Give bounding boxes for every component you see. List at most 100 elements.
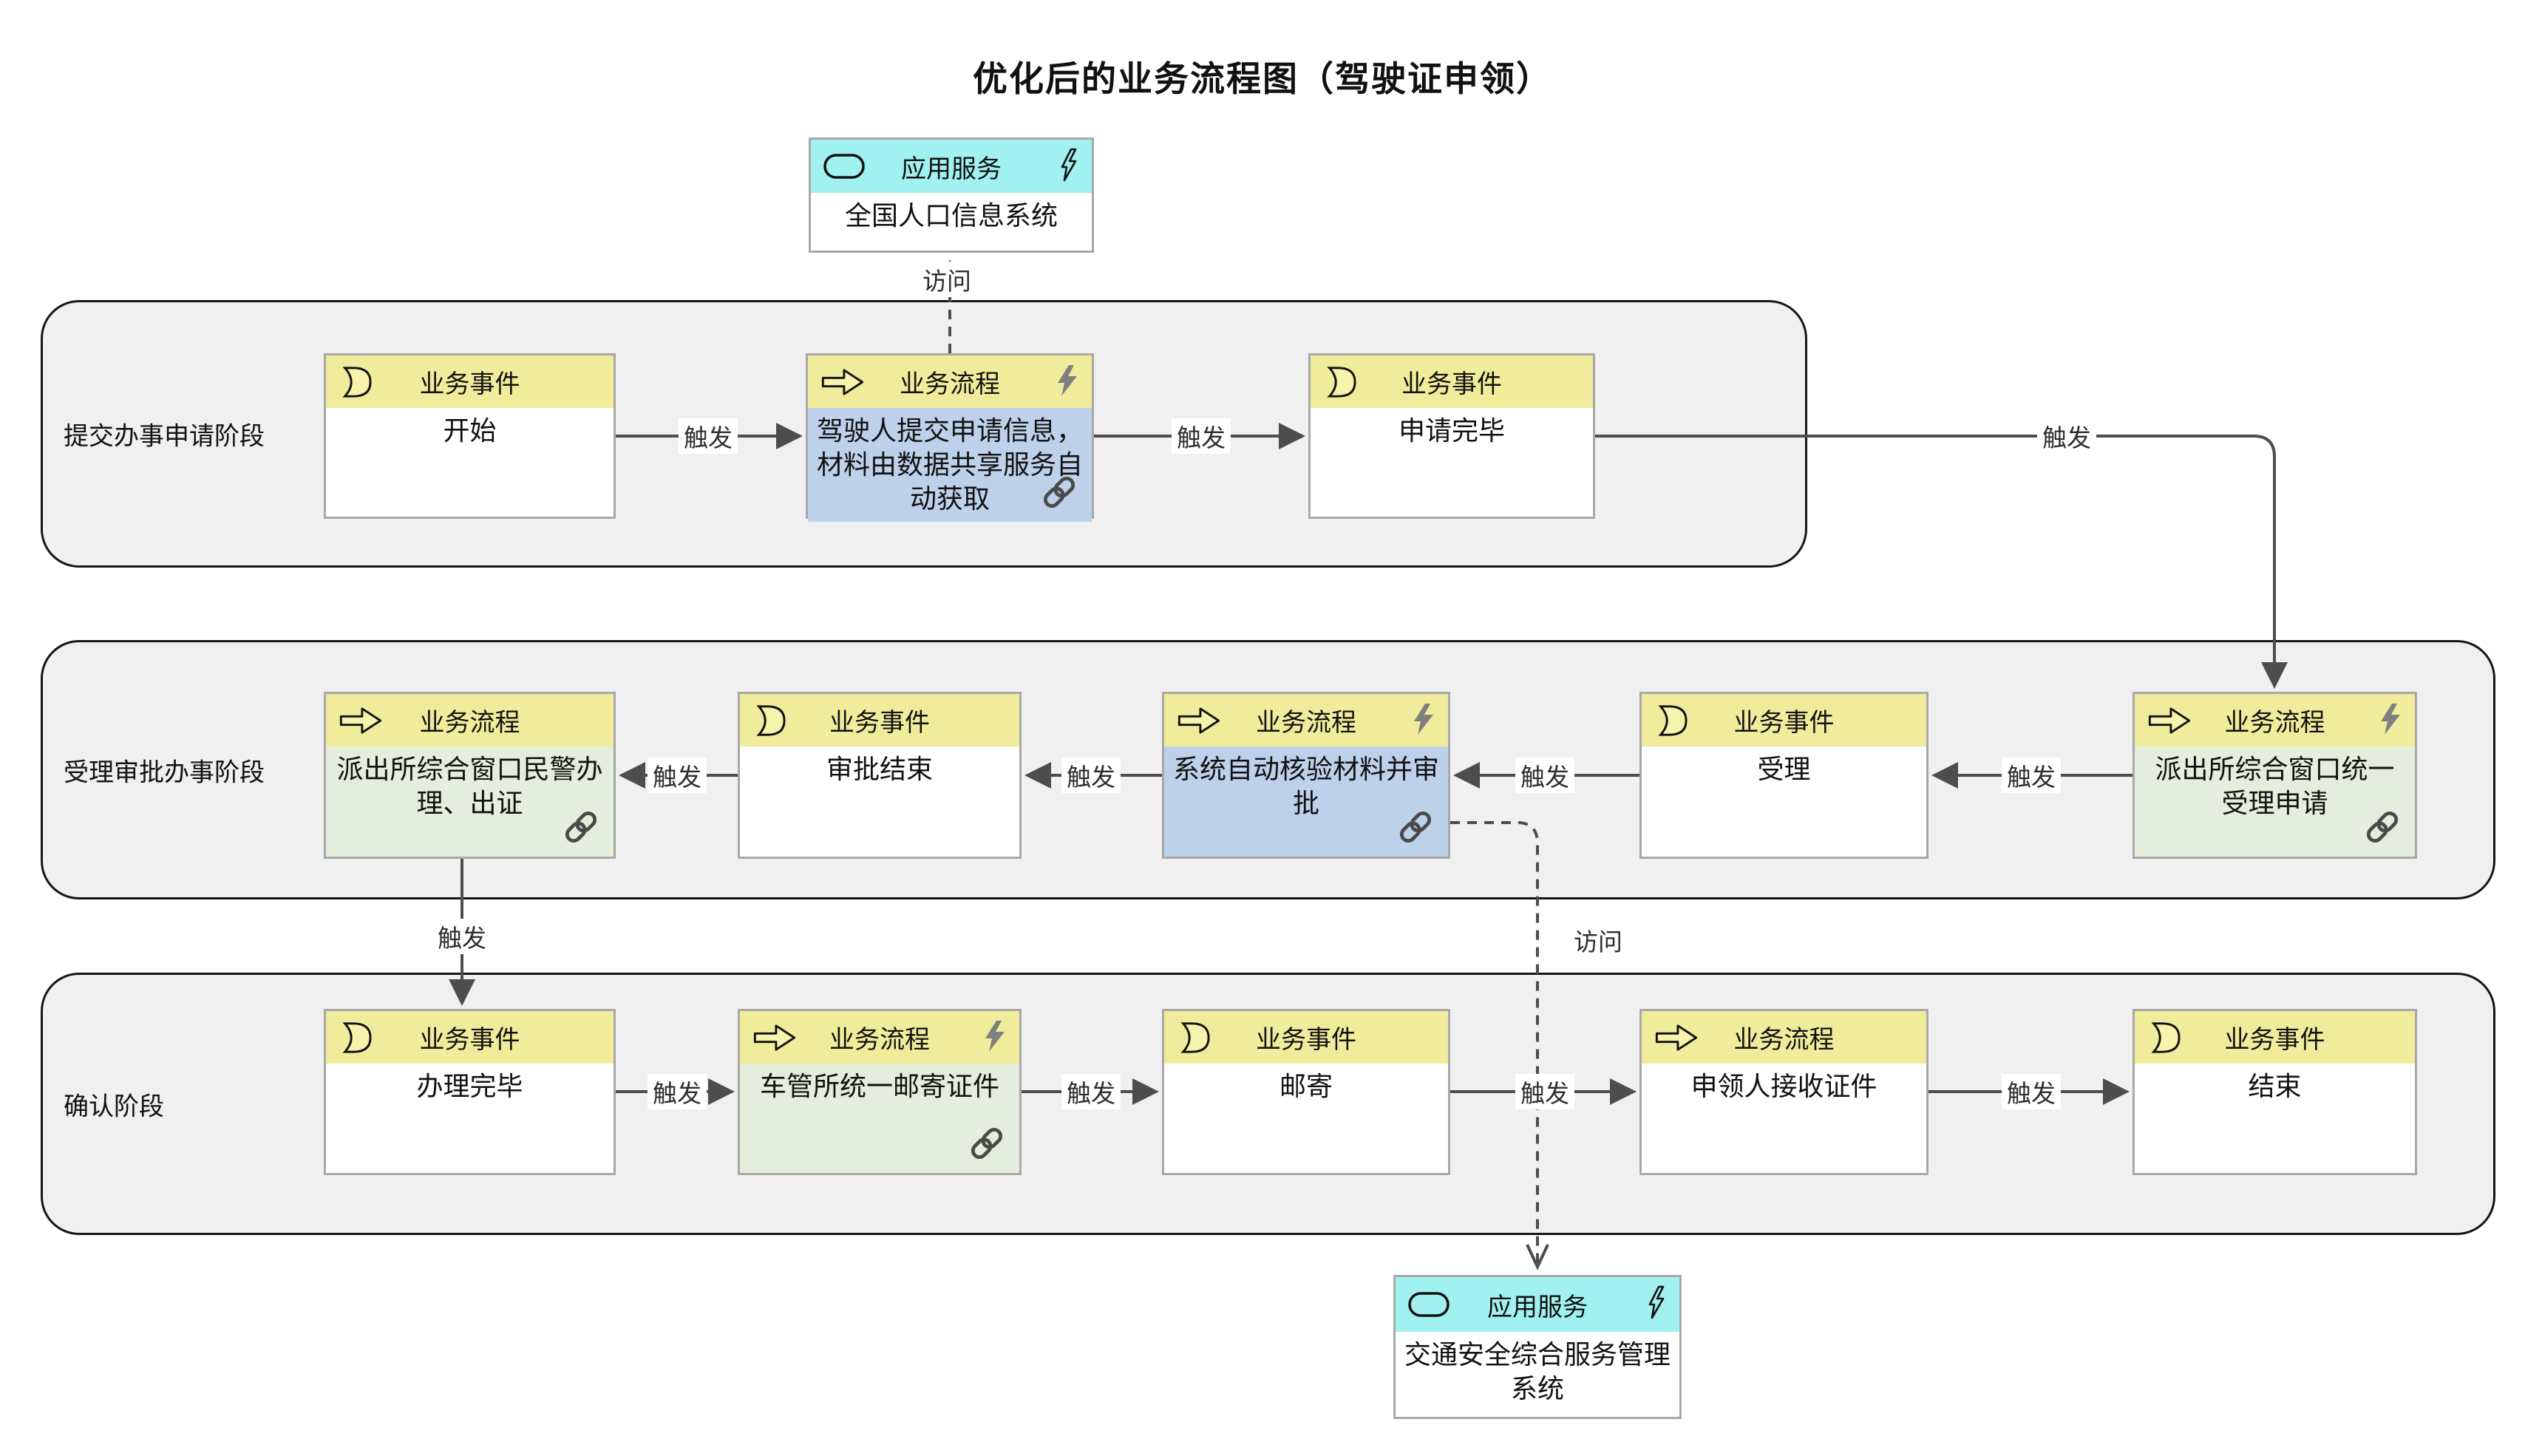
service-body: 全国人口信息系统 [811, 193, 1092, 251]
application-service-icon [1408, 1292, 1450, 1317]
edge-label-trigger: 触发 [2002, 1074, 2061, 1109]
service-traffic-safety-system[interactable]: 应用服务 交通安全综合服务管理系统 [1393, 1275, 1682, 1419]
business-process-icon [1655, 1024, 1698, 1051]
node-name: 受理 [1757, 754, 1811, 784]
lightning-outline-icon [1061, 148, 1077, 182]
node-event-application-complete[interactable]: 业务事件 申请完毕 [1308, 353, 1595, 519]
node-header: 业务事件 [1642, 694, 1926, 746]
node-type-label: 业务流程 [1733, 1026, 1835, 1054]
service-type-label: 应用服务 [901, 154, 1002, 183]
service-name: 交通安全综合服务管理系统 [1404, 1339, 1671, 1404]
node-body: 邮寄 [1164, 1064, 1448, 1173]
lightning-icon [2381, 704, 2400, 735]
link-icon [971, 1127, 1003, 1160]
node-header: 业务流程 [808, 356, 1092, 408]
node-name: 派出所综合窗口统一受理申请 [2155, 754, 2395, 819]
edge-label-trigger: 触发 [1515, 758, 1574, 793]
business-event-icon [1327, 366, 1356, 398]
node-event-start[interactable]: 业务事件 开始 [324, 353, 616, 519]
node-body: 结束 [2135, 1064, 2415, 1173]
business-process-icon [821, 368, 864, 395]
node-header: 业务事件 [1164, 1011, 1448, 1064]
node-name: 系统自动核验材料并审批 [1173, 754, 1440, 819]
lane-label: 确认阶段 [64, 1092, 164, 1120]
node-process-applicant-receive[interactable]: 业务流程 申领人接收证件 [1639, 1009, 1928, 1175]
node-process-system-auto-verify[interactable]: 业务流程 系统自动核验材料并审批 [1162, 692, 1450, 859]
node-type-label: 业务流程 [829, 1026, 930, 1054]
node-header: 业务事件 [740, 694, 1019, 746]
service-national-population-system[interactable]: 应用服务 全国人口信息系统 [809, 137, 1094, 253]
node-body: 派出所综合窗口民警办理、出证 [326, 746, 614, 857]
node-name: 车管所统一邮寄证件 [759, 1071, 999, 1101]
node-body: 办理完毕 [326, 1064, 614, 1173]
link-icon [565, 811, 597, 843]
node-header: 业务事件 [326, 356, 614, 408]
link-icon [1043, 477, 1075, 508]
node-type-label: 业务流程 [419, 709, 520, 737]
service-header: 应用服务 [1396, 1277, 1679, 1332]
node-event-approval-end[interactable]: 业务事件 审批结束 [738, 692, 1022, 859]
link-icon [1399, 811, 1432, 843]
business-event-icon [1180, 1021, 1210, 1053]
node-header: 业务流程 [2135, 694, 2415, 746]
node-type-label: 业务流程 [1256, 709, 1356, 737]
node-name: 开始 [443, 415, 497, 446]
node-name: 结束 [2248, 1071, 2302, 1101]
node-header: 业务事件 [2135, 1011, 2415, 1064]
edge-label-trigger: 触发 [1172, 418, 1231, 454]
edge-label-trigger: 触发 [1061, 1074, 1121, 1109]
node-type-label: 业务事件 [419, 370, 520, 398]
edge-label-trigger: 触发 [648, 1074, 707, 1109]
node-process-police-window-issue[interactable]: 业务流程 派出所综合窗口民警办理、出证 [324, 692, 616, 859]
node-event-end[interactable]: 业务事件 结束 [2133, 1009, 2417, 1175]
node-name: 驾驶人提交申请信息，材料由数据共享服务自动获取 [817, 415, 1084, 514]
node-body: 受理 [1642, 746, 1926, 857]
edge-label-trigger: 触发 [1061, 758, 1121, 793]
node-event-mail[interactable]: 业务事件 邮寄 [1162, 1009, 1450, 1175]
node-body: 开始 [326, 408, 614, 517]
business-process-icon [753, 1024, 796, 1051]
page-title: 优化后的业务流程图（驾驶证申领） [973, 59, 1552, 98]
node-type-label: 业务事件 [1401, 370, 1502, 398]
node-header: 业务流程 [1164, 694, 1448, 746]
node-process-police-window-accept[interactable]: 业务流程 派出所综合窗口统一受理申请 [2133, 692, 2417, 859]
edge-label-trigger: 触发 [2002, 758, 2061, 793]
business-event-icon [756, 704, 786, 736]
lane-label: 提交办事申请阶段 [64, 422, 265, 451]
business-process-icon [1177, 707, 1220, 734]
service-header: 应用服务 [811, 140, 1092, 193]
edge-label-access: 访问 [917, 262, 976, 297]
node-header: 业务流程 [1642, 1011, 1926, 1064]
node-body: 申请完毕 [1311, 408, 1593, 517]
business-event-icon [1658, 704, 1688, 736]
node-name: 申请完毕 [1398, 415, 1505, 446]
application-service-icon [823, 154, 865, 179]
lightning-icon [985, 1021, 1005, 1052]
service-name: 全国人口信息系统 [844, 200, 1058, 231]
lane-label: 受理审批办事阶段 [64, 758, 265, 786]
edge-label-trigger: 触发 [648, 758, 707, 793]
business-process-icon [2148, 707, 2191, 734]
node-process-dmv-mail[interactable]: 业务流程 车管所统一邮寄证件 [738, 1009, 1022, 1175]
lightning-icon [1414, 704, 1433, 735]
node-header: 业务事件 [326, 1011, 614, 1064]
node-type-label: 业务事件 [1733, 709, 1835, 737]
node-name: 邮寄 [1279, 1071, 1333, 1101]
node-header: 业务事件 [1311, 356, 1593, 408]
node-body: 车管所统一邮寄证件 [740, 1064, 1019, 1173]
lightning-outline-icon [1648, 1285, 1665, 1319]
node-type-label: 业务事件 [419, 1026, 520, 1054]
node-event-processing-complete[interactable]: 业务事件 办理完毕 [324, 1009, 616, 1175]
edge-label-trigger: 触发 [2037, 418, 2096, 454]
business-event-icon [2151, 1021, 2181, 1053]
node-process-driver-submit[interactable]: 业务流程 驾驶人提交申请信息，材料由数据共享服务自动获取 [806, 353, 1094, 523]
node-body: 审批结束 [740, 746, 1019, 857]
node-header: 业务流程 [326, 694, 614, 746]
edge-label-access: 访问 [1574, 928, 1622, 956]
lightning-icon [1058, 365, 1077, 396]
edge-label-trigger: 触发 [432, 919, 492, 954]
node-name: 申领人接收证件 [1690, 1071, 1877, 1101]
edge-label-trigger: 触发 [679, 418, 738, 454]
node-type-label: 业务流程 [2224, 709, 2325, 737]
node-event-accept[interactable]: 业务事件 受理 [1639, 692, 1928, 859]
